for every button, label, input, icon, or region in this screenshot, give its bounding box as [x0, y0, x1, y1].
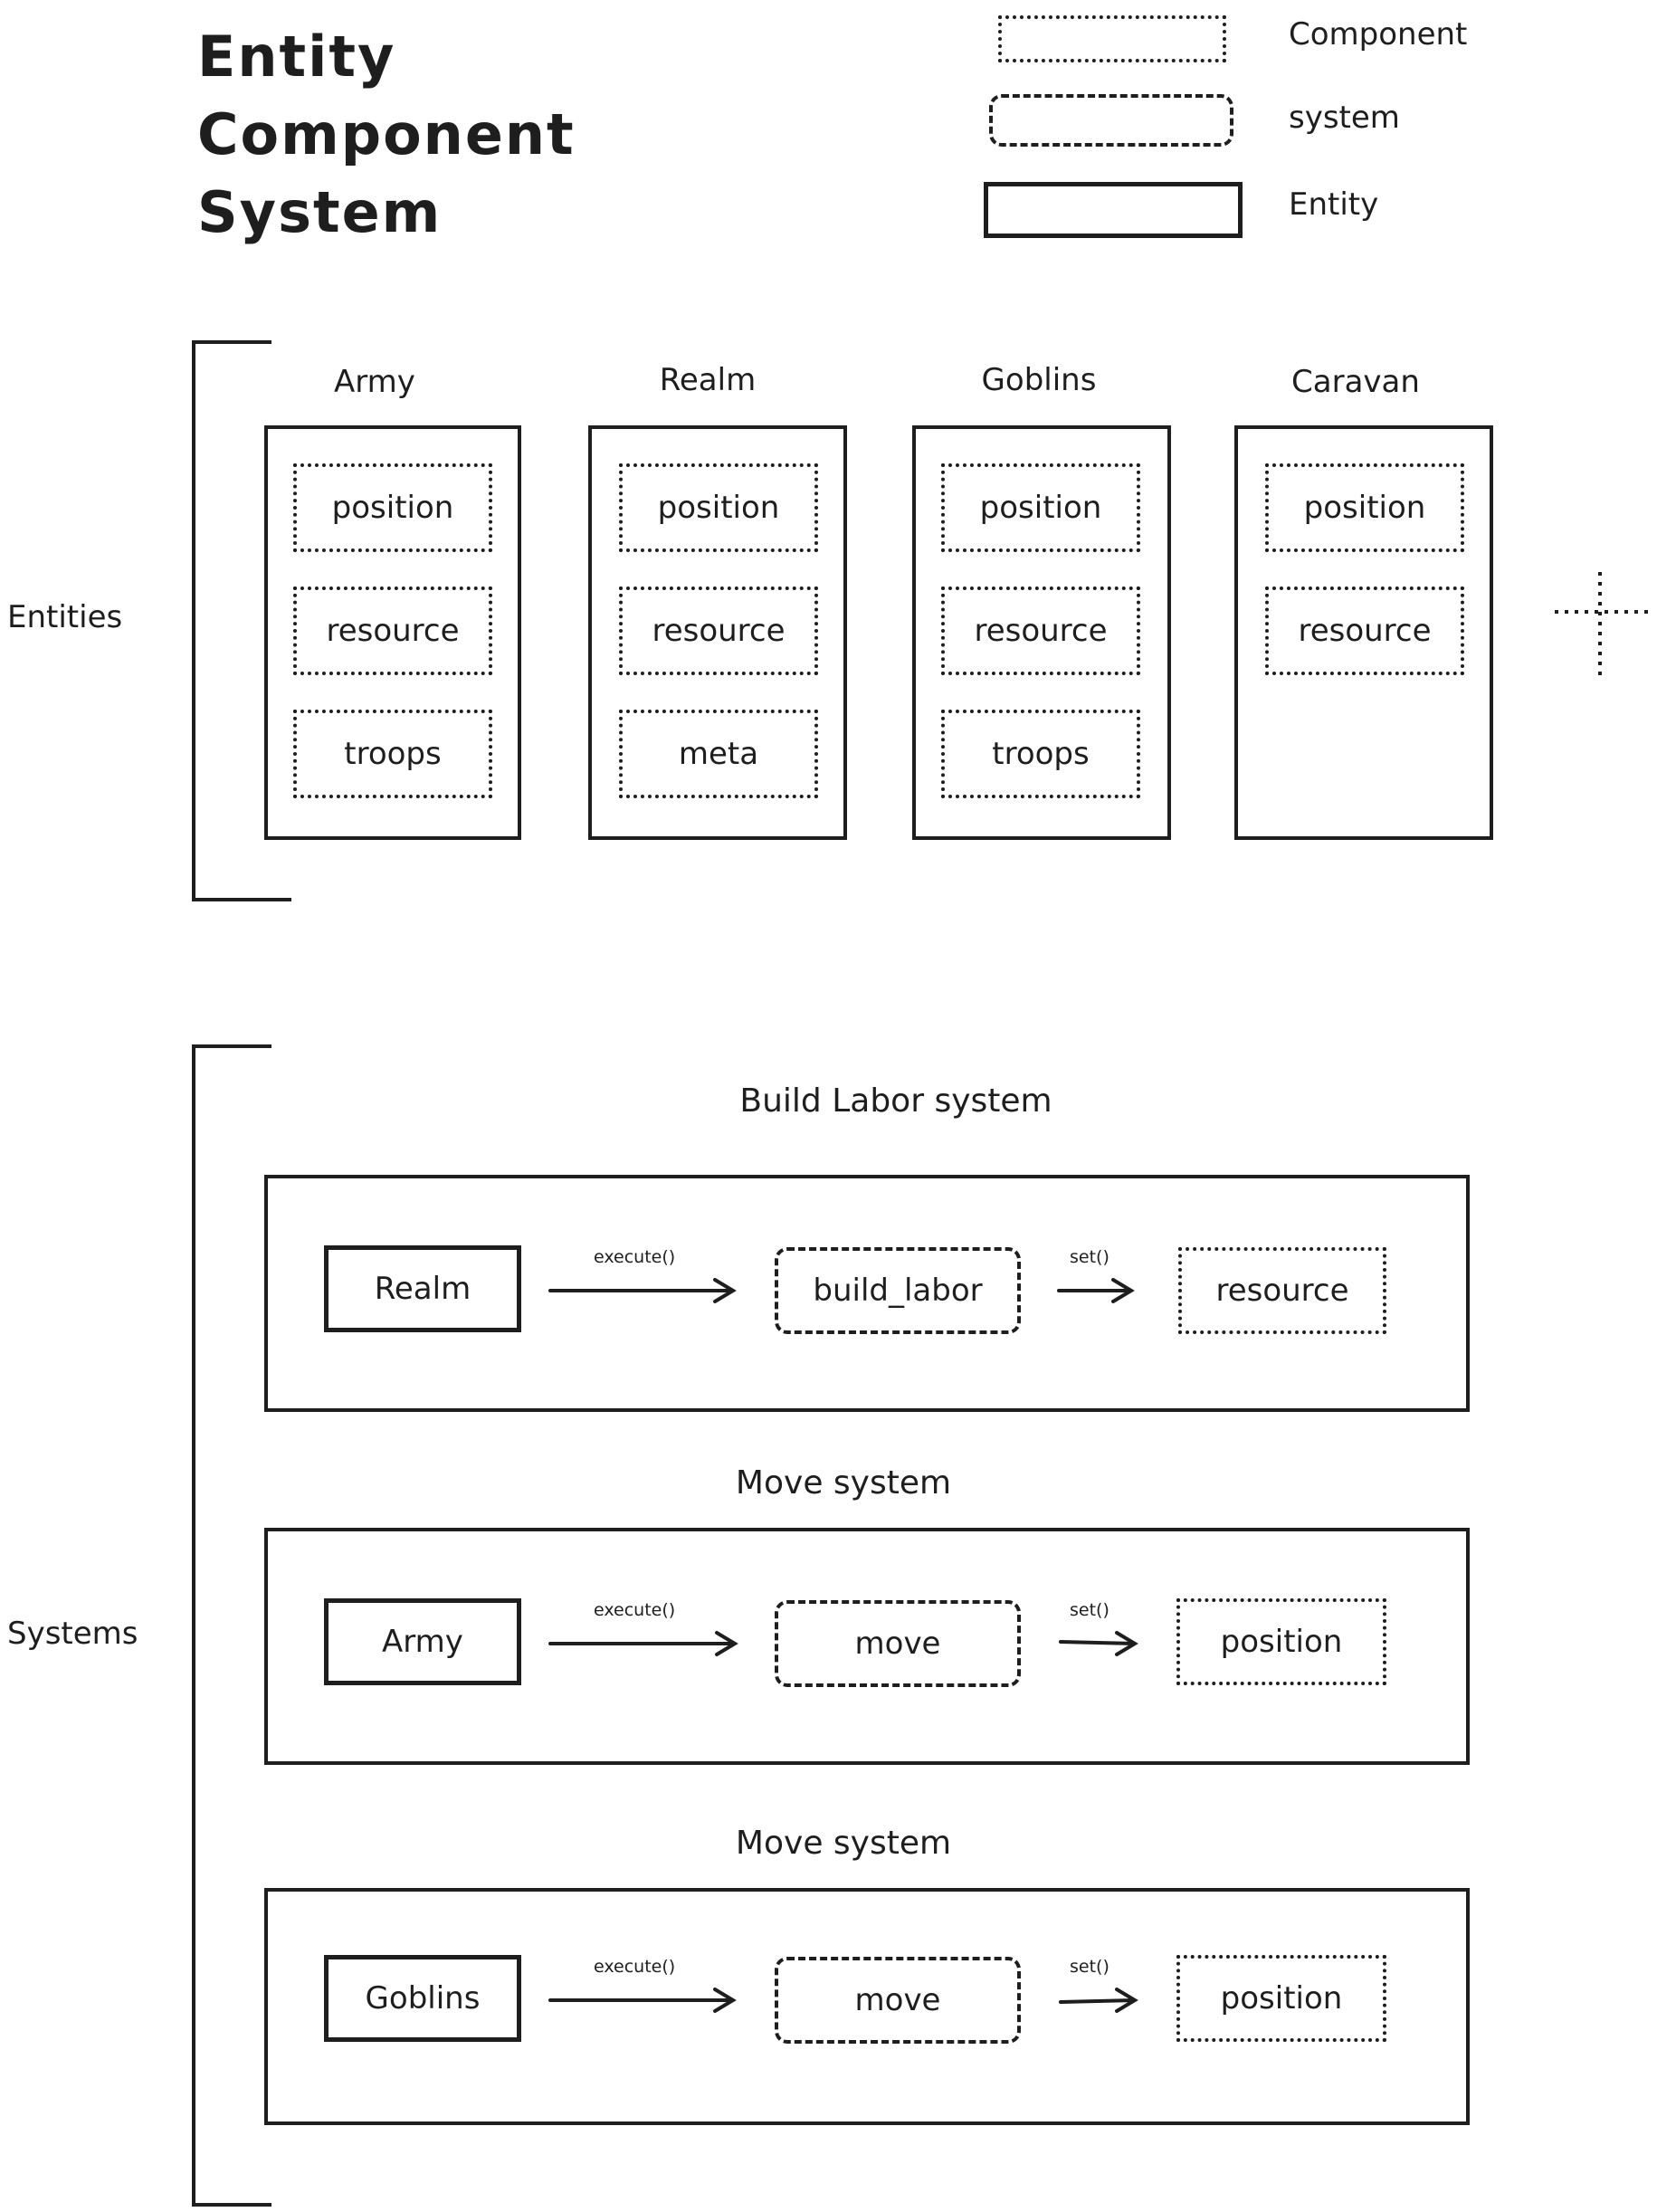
component-troops: troops: [293, 710, 492, 798]
call-label: execute(): [594, 1247, 676, 1267]
legend-entity-swatch: [984, 182, 1243, 238]
entity-army: [264, 425, 521, 840]
system-entity-army: Army: [324, 1598, 521, 1685]
systems-bracket: [192, 1044, 271, 2207]
set-label: set(): [1070, 1600, 1109, 1620]
set-label: set(): [1070, 1247, 1109, 1267]
entity-name-realm: Realm: [659, 362, 757, 398]
legend-system-label: system: [1289, 100, 1400, 136]
title-line-2: Component: [197, 101, 576, 167]
system-component-position: position: [1176, 1955, 1386, 2042]
component-position: position: [1265, 463, 1464, 552]
entities-section-label: Entities: [7, 599, 123, 635]
arrow-execute-1: [548, 1278, 737, 1303]
component-resource: resource: [1265, 586, 1464, 675]
component-troops: troops: [941, 710, 1140, 798]
title-line-1: Entity: [197, 24, 396, 90]
title-line-3: System: [197, 179, 443, 245]
diagram-title: Entity Component System: [197, 18, 576, 252]
entity-name-goblins: Goblins: [981, 362, 1097, 398]
entity-goblins: [912, 425, 1171, 840]
system-title: Move system: [735, 1825, 952, 1862]
component-resource: resource: [293, 586, 492, 675]
arrow-set-2: [1059, 1631, 1138, 1656]
legend-component-swatch: [998, 15, 1226, 62]
legend-system-swatch: [989, 94, 1233, 147]
call-label: execute(): [594, 1600, 676, 1620]
system-component-resource: resource: [1178, 1247, 1386, 1334]
arrow-execute-2: [548, 1631, 738, 1656]
arrow-execute-3: [548, 1988, 737, 2013]
system-frame-build-labor: [264, 1175, 1470, 1412]
system-move: move: [775, 1957, 1021, 2044]
arrow-set-3: [1059, 1988, 1138, 2013]
legend-component-label: Component: [1289, 16, 1468, 52]
component-position: position: [619, 463, 818, 552]
set-label: set(): [1070, 1957, 1109, 1977]
component-position: position: [293, 463, 492, 552]
arrow-set-1: [1057, 1278, 1135, 1303]
system-title: Build Labor system: [739, 1082, 1052, 1120]
component-position: position: [941, 463, 1140, 552]
entity-name-army: Army: [334, 364, 415, 400]
add-entity-plus-icon: [1555, 572, 1654, 681]
component-resource: resource: [941, 586, 1140, 675]
call-label: execute(): [594, 1957, 676, 1977]
system-title: Move system: [735, 1464, 952, 1502]
entity-name-caravan: Caravan: [1291, 364, 1420, 400]
system-frame-move-army: [264, 1528, 1470, 1765]
entity-caravan: [1234, 425, 1493, 840]
arrows: [548, 1278, 1138, 2013]
system-frame-move-goblins: [264, 1888, 1470, 2125]
component-meta: meta: [619, 710, 818, 798]
legend-entity-label: Entity: [1289, 186, 1379, 223]
entities-bracket: [192, 340, 291, 901]
system-move: move: [775, 1600, 1021, 1687]
system-entity-goblins: Goblins: [324, 1955, 521, 2042]
system-component-position: position: [1176, 1598, 1386, 1685]
system-entity-realm: Realm: [324, 1245, 521, 1332]
component-resource: resource: [619, 586, 818, 675]
entity-realm: [588, 425, 847, 840]
systems-section-label: Systems: [7, 1616, 138, 1652]
system-build-labor: build_labor: [775, 1247, 1021, 1334]
